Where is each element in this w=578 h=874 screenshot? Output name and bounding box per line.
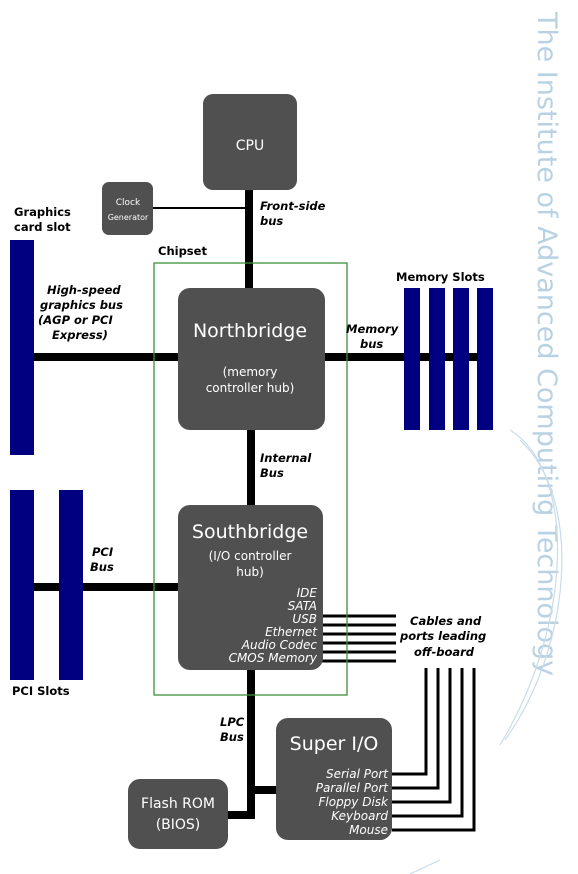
memory-slot: [404, 288, 420, 430]
super-io-title: Super I/O: [290, 733, 379, 755]
lpc-bus-label-2: Bus: [220, 730, 244, 744]
front-side-bus-label-2: bus: [260, 214, 283, 228]
cables-label-3: off-board: [414, 645, 475, 659]
sio-line-4: [392, 668, 464, 818]
chipset-label: Chipset: [158, 244, 207, 258]
southbridge-port: USB: [292, 612, 317, 626]
southbridge-port: Audio Codec: [241, 638, 318, 652]
southbridge-box: Southbridge (I/O controller hub) IDE SAT…: [178, 505, 323, 670]
pci-slots-label: PCI Slots: [12, 684, 70, 698]
southbridge-port: Ethernet: [265, 625, 318, 639]
graphics-bus-label-1: High-speed: [47, 283, 121, 297]
clock-line-1: Clock: [116, 198, 141, 208]
southbridge-sub-1: (I/O controller: [209, 549, 292, 563]
memory-bus-label-2: bus: [360, 337, 383, 351]
bus-lines: [34, 190, 493, 832]
internal-bus-label-1: Internal: [260, 451, 312, 465]
flash-line-2: (BIOS): [156, 817, 201, 833]
flash-rom-box: Flash ROM (BIOS): [128, 779, 228, 849]
chipset-border: [153, 262, 348, 696]
internal-bus-label-2: Bus: [260, 466, 284, 480]
super-io-port: Parallel Port: [316, 781, 390, 795]
memory-bus-label-1: Memory: [346, 322, 399, 336]
super-io-port: Floppy Disk: [318, 795, 389, 809]
graphics-bus-label-2: graphics bus: [40, 298, 123, 312]
pci-bus-label-1: PCI: [92, 545, 114, 559]
memory-slot: [429, 288, 445, 430]
sio-line-1: [392, 668, 428, 776]
flash-line-1: Flash ROM: [141, 796, 215, 812]
front-side-bus-label-1: Front-side: [260, 199, 326, 213]
graphics-bus-label-3: (AGP or PCI: [38, 313, 113, 327]
clock-line-2: Generator: [108, 213, 149, 222]
watermark-text: The Institute of Advanced Computing Tech…: [531, 11, 562, 676]
graphics-slot-label-1: Graphics: [14, 205, 71, 219]
pci-slots: [10, 490, 83, 680]
northbridge-sub-1: (memory: [223, 365, 278, 379]
watermark-arcs: [409, 429, 563, 874]
southbridge-port: IDE: [297, 586, 318, 600]
northbridge-title: Northbridge: [193, 320, 307, 342]
southbridge-sub-2: hub): [236, 565, 264, 579]
cables-label-1: Cables and: [410, 614, 482, 628]
cpu-title: CPU: [236, 138, 264, 154]
cpu-box: CPU: [203, 94, 297, 190]
sio-line-2: [392, 668, 440, 790]
northbridge-sub-2: controller hub): [206, 381, 295, 395]
memory-slots: [404, 288, 493, 430]
pci-slot: [59, 490, 83, 680]
memory-slots-label: Memory Slots: [396, 270, 485, 284]
super-io-port: Mouse: [349, 823, 388, 837]
sio-line-3: [392, 668, 452, 804]
southbridge-port: CMOS Memory: [229, 651, 318, 665]
lpc-bus-label-1: LPC: [220, 715, 245, 729]
pci-bus-label-2: Bus: [90, 560, 114, 574]
lpc-bus-to-flash: [228, 800, 255, 819]
pci-slot: [10, 490, 34, 680]
graphics-slot-label-2: card slot: [14, 220, 71, 234]
clock-generator-box: Clock Generator: [102, 182, 153, 235]
super-io-port: Serial Port: [326, 767, 389, 781]
northbridge-box: Northbridge (memory controller hub): [178, 288, 325, 430]
super-io-box: Super I/O Serial Port Parallel Port Flop…: [276, 718, 392, 840]
southbridge-title: Southbridge: [192, 521, 308, 543]
graphics-card-slot: [10, 240, 34, 455]
southbridge-port: SATA: [288, 599, 317, 613]
graphics-bus-label-4: Express): [52, 328, 108, 342]
super-io-port: Keyboard: [331, 809, 388, 823]
memory-slot: [477, 288, 493, 430]
cables-label-2: ports leading: [399, 629, 486, 643]
memory-slot: [453, 288, 469, 430]
sio-line-5: [392, 668, 476, 832]
